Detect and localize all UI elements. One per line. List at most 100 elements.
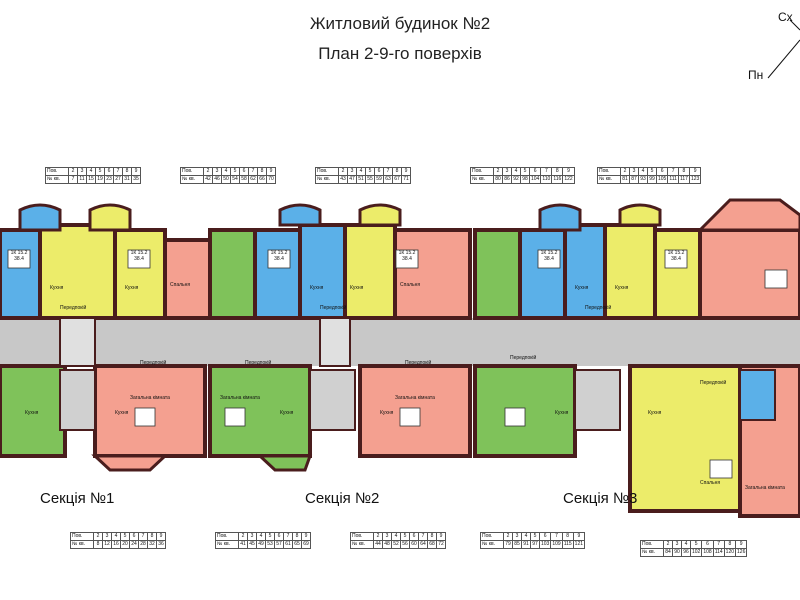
floor-cell: 5	[230, 167, 240, 176]
apt-cell: 71	[401, 175, 411, 184]
apt-cell: 24	[129, 540, 139, 549]
apt-cell: 42	[203, 175, 213, 184]
apt-cell: 85	[512, 540, 522, 549]
floor-cell: 3	[347, 167, 357, 176]
apt-cell: 114	[712, 548, 725, 557]
floor-cell: 6	[274, 532, 284, 541]
apt-cell: 91	[521, 540, 531, 549]
room-label: Передпокій	[60, 305, 87, 311]
apt-cell: 59	[374, 175, 384, 184]
apt-cell: 49	[256, 540, 266, 549]
apt-cell: 47	[347, 175, 357, 184]
apt-cell: 96	[681, 548, 691, 557]
apt-cell: 66	[257, 175, 267, 184]
room-label: Кухня	[575, 285, 589, 291]
floor-cell: 5	[265, 532, 275, 541]
apt-cell: 41	[238, 540, 248, 549]
room-label: Кухня	[380, 410, 394, 416]
floor-header: Пов.	[215, 532, 239, 541]
apt-cell: 126	[735, 548, 748, 557]
unit-tag-1k: 1К 15.2 38.4	[398, 250, 416, 262]
apt-cell: 56	[400, 540, 410, 549]
floor-cell: 9	[156, 532, 166, 541]
apt-cell: 108	[701, 548, 714, 557]
apt-cell: 81	[620, 175, 630, 184]
floor-cell: 8	[392, 167, 402, 176]
floor-cell: 3	[77, 167, 87, 176]
apt-cell: 11	[77, 175, 87, 184]
room-label: Загальна кімната	[130, 395, 170, 401]
floor-cell: 6	[538, 532, 552, 541]
page-title: Житловий будинок №2	[309, 14, 491, 33]
room-label: Загальна кімната	[395, 395, 435, 401]
section-title-3: Секція №3	[563, 490, 638, 507]
apt-cell: 115	[561, 540, 574, 549]
floor-cell: 9	[688, 167, 702, 176]
floor-cell: 5	[530, 532, 540, 541]
floor-cell: 7	[138, 532, 148, 541]
apt-cell: 121	[572, 540, 586, 549]
floor-header: Пов.	[315, 167, 339, 176]
floor-cell: 6	[655, 167, 669, 176]
floor-cell: 9	[572, 532, 586, 541]
unit-tag-1k: 1К 15.2 38.4	[10, 250, 28, 262]
floor-cell: 4	[86, 167, 96, 176]
floor-cell: 3	[102, 532, 112, 541]
floor-cell: 8	[257, 167, 267, 176]
floor-cell: 8	[427, 532, 437, 541]
apt-cell: 54	[230, 175, 240, 184]
apt-cell: 62	[248, 175, 258, 184]
floor-cell: 8	[561, 532, 574, 541]
apt-cell: 92	[511, 175, 521, 184]
page-subtitle: План 2-9-го поверхів	[318, 44, 482, 63]
apt-cell: 32	[147, 540, 157, 549]
floor-cell: 2	[238, 532, 248, 541]
room-label: Кухня	[555, 410, 569, 416]
floor-cell: 8	[147, 532, 157, 541]
room-label: Загальна кімната	[220, 395, 260, 401]
floor-cell: 6	[239, 167, 249, 176]
apt-cell: 97	[530, 540, 540, 549]
floor-cell: 7	[283, 532, 293, 541]
room-label: Кухня	[648, 410, 662, 416]
room-label: Загальна кімната	[745, 485, 785, 491]
floor-cell: 2	[663, 540, 673, 549]
room-label: Кухня	[280, 410, 294, 416]
apt-cell: 20	[120, 540, 130, 549]
room-label: Кухня	[25, 410, 39, 416]
apt-header: № кв.	[215, 540, 239, 549]
room-label: Кухня	[115, 410, 129, 416]
floor-header: Пов.	[470, 167, 494, 176]
apt-cell: 12	[102, 540, 112, 549]
apt-cell: 8	[93, 540, 103, 549]
floor-header: Пов.	[70, 532, 94, 541]
floor-cell: 2	[93, 532, 103, 541]
floor-cell: 6	[129, 532, 139, 541]
floor-header: Пов.	[180, 167, 204, 176]
floor-cell: 9	[266, 167, 276, 176]
floor-cell: 9	[735, 540, 748, 549]
room-label: Кухня	[350, 285, 364, 291]
floor-cell: 7	[540, 167, 553, 176]
apt-cell: 104	[528, 175, 542, 184]
floor-header: Пов.	[480, 532, 504, 541]
apt-cell: 45	[247, 540, 257, 549]
apt-cell: 15	[86, 175, 96, 184]
unit-tag-1k: 1К 15.2 38.4	[130, 250, 148, 262]
floor-cell: 7	[712, 540, 725, 549]
compass-east-label: Сх	[778, 10, 793, 24]
unit-tag-1k: 1К 15.2 38.4	[667, 250, 685, 262]
floor-cell: 3	[212, 167, 222, 176]
floor-cell: 5	[689, 540, 703, 549]
floor-cell: 5	[365, 167, 375, 176]
apt-cell: 28	[138, 540, 148, 549]
floor-header: Пов.	[640, 540, 664, 549]
unit-tag-1k: 1К 15.2 38.4	[540, 250, 558, 262]
room-label: Кухня	[50, 285, 64, 291]
apt-cell: 53	[265, 540, 275, 549]
unit-tag-1k: 1К 15.2 38.4	[270, 250, 288, 262]
floor-cell: 3	[502, 167, 512, 176]
floor-cell: 4	[221, 167, 231, 176]
room-label: Передпокій	[245, 360, 272, 366]
